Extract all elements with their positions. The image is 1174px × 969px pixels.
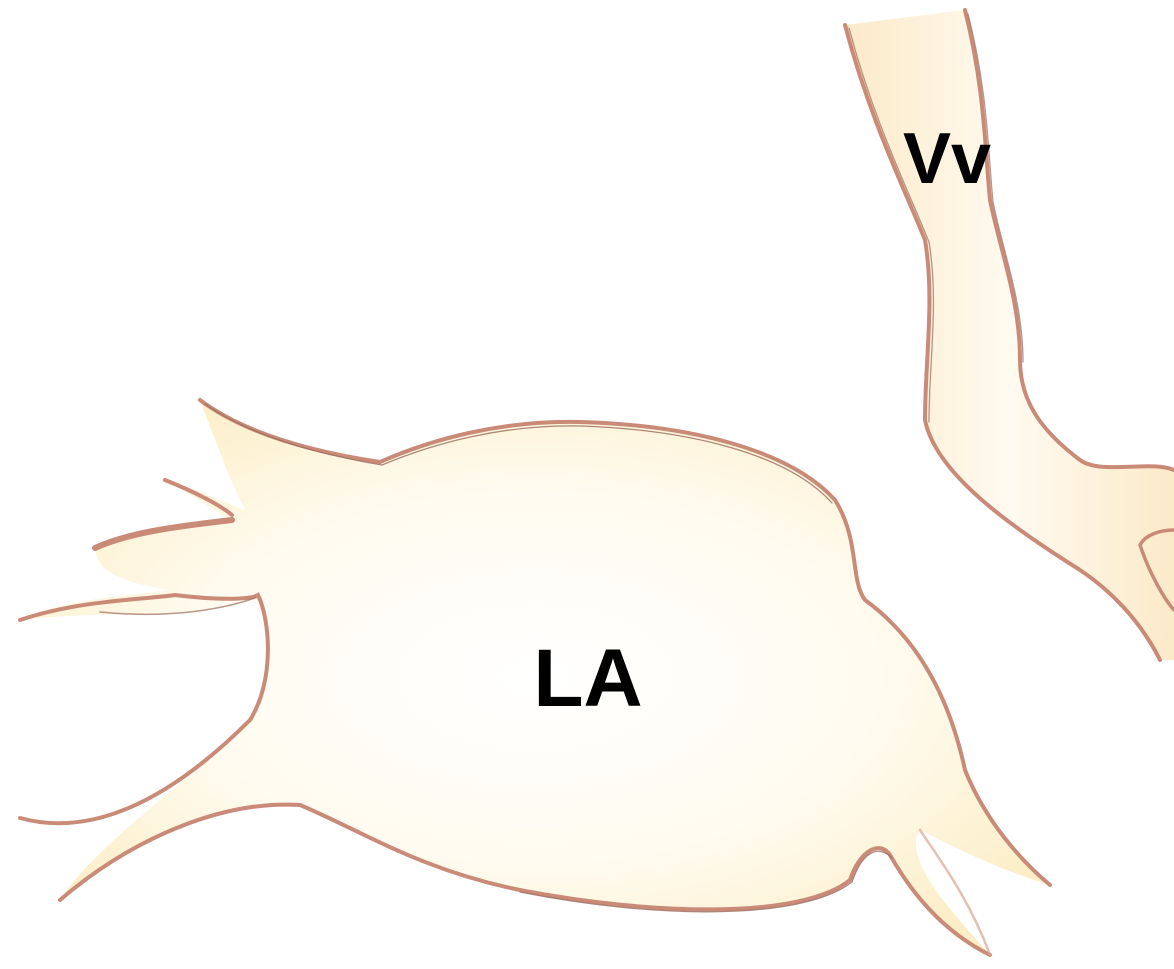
left-atrium-label: LA xyxy=(533,633,642,724)
vein-fill xyxy=(845,10,1174,660)
vein-label: Vv xyxy=(903,119,991,199)
vein-shape xyxy=(845,10,1174,660)
